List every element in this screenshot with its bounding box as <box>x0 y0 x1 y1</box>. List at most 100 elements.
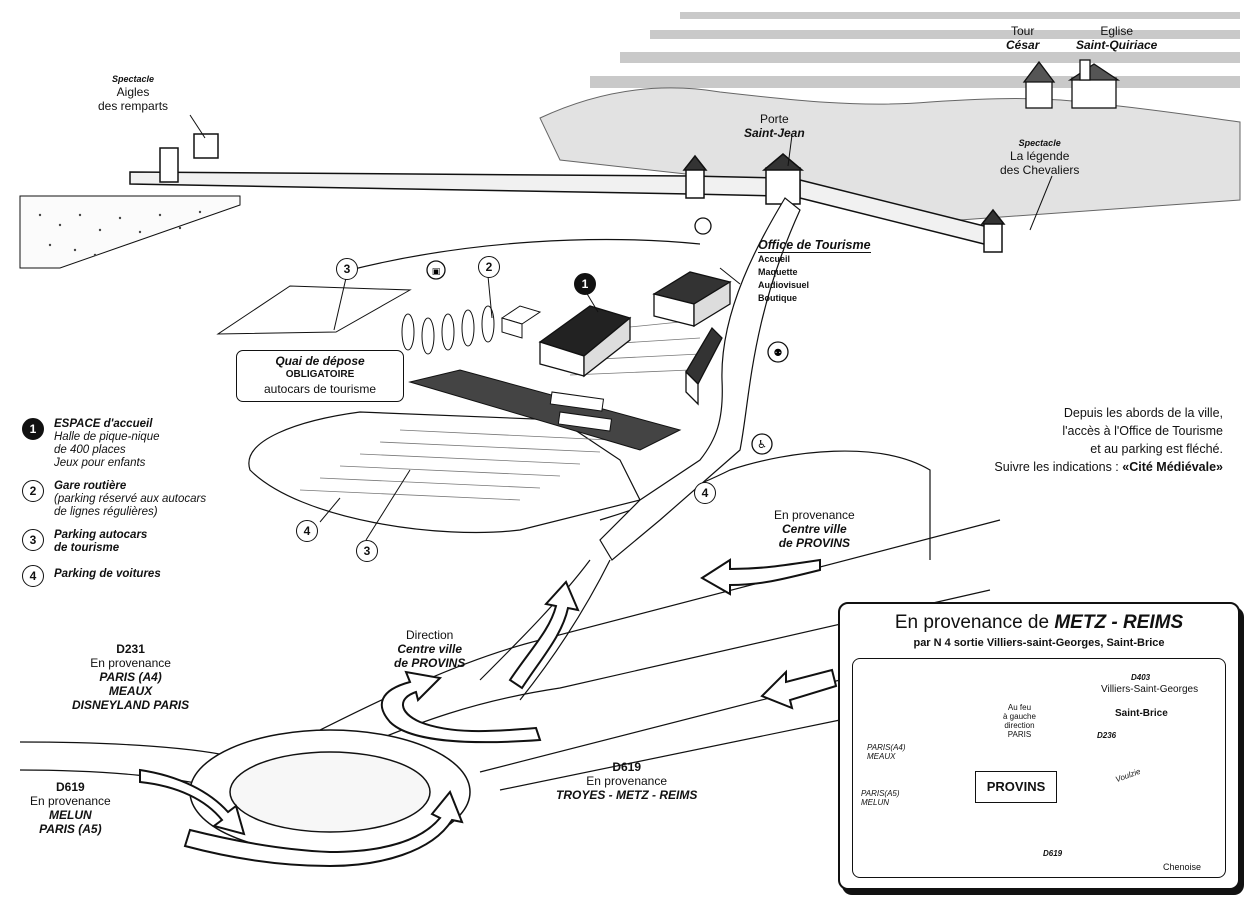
inset-d619: D619 <box>1043 849 1063 858</box>
chevaliers-line1: Spectacle <box>1018 138 1061 148</box>
inset-paris-a5-1: PARIS(A5) <box>861 789 900 798</box>
aigles-line1: Spectacle <box>112 74 155 84</box>
inset-paris-a4-1: PARIS(A4) <box>867 743 906 752</box>
inset-feu-2: à gauche <box>1003 712 1036 721</box>
inset-metz-reims: En provenance de METZ - REIMS par N 4 so… <box>838 602 1240 890</box>
halle-building <box>538 305 632 378</box>
office-item-audiovisuel: Audiovisuel <box>758 280 810 290</box>
inset-saint-brice: Saint-Brice <box>1115 708 1168 719</box>
chevaliers-line3: des Chevaliers <box>1000 163 1080 177</box>
cv-right-line2: Centre ville <box>782 522 847 536</box>
eglise-line2: Saint-Quiriace <box>1076 38 1158 52</box>
legend-title-2: Gare routière <box>54 480 127 492</box>
dir-line2: Centre ville <box>397 642 463 656</box>
d619s-line2: En provenance <box>586 774 668 788</box>
legend-3-line-1: de tourisme <box>54 542 120 554</box>
legend-item-1: 1 ESPACE d'accueil Halle de pique-nique … <box>22 418 272 470</box>
inset-chenoise: Chenoise <box>1163 862 1202 872</box>
tour-cesar-drawing <box>1022 60 1056 109</box>
area-outlines <box>248 238 931 560</box>
d231-line1: D231 <box>116 642 145 656</box>
legend-marker-1: 1 <box>22 418 44 440</box>
buses <box>549 391 613 432</box>
svg-text:▣: ▣ <box>432 267 441 277</box>
inset-provins: PROVINS <box>975 771 1057 803</box>
label-tour-cesar: Tour César <box>1006 24 1039 52</box>
inset-paris-a4: PARIS(A4) MEAUX <box>867 743 906 761</box>
d231-line3: PARIS (A4) <box>99 670 162 684</box>
chevaliers-line2: La légende <box>1009 149 1070 163</box>
quai-line1: Quai de dépose <box>275 354 365 368</box>
legend-1-line-3: Jeux pour enfants <box>54 457 146 469</box>
porte-line2: Saint-Jean <box>744 126 805 140</box>
quai-line2: OBLIGATOIRE <box>285 369 355 380</box>
legend-marker-2: 2 <box>22 480 44 502</box>
legend: 1 ESPACE d'accueil Halle de pique-nique … <box>22 418 272 591</box>
aigles-line3: des remparts <box>98 99 169 113</box>
office-item-accueil: Accueil <box>758 254 791 264</box>
d619w-line3: MELUN <box>49 808 92 822</box>
office-title: Office de Tourisme <box>758 238 871 253</box>
eglise-line1: Eglise <box>1100 24 1134 38</box>
cv-right-line3: de PROVINS <box>778 536 851 550</box>
info-line2: l'accès à l'Office de Tourisme <box>1062 424 1223 438</box>
office-building <box>652 271 732 328</box>
inset-title: En provenance de METZ - REIMS <box>840 612 1238 634</box>
label-d619-south: D619 En provenance TROYES - METZ - REIMS <box>556 760 697 802</box>
inset-feu-4: PARIS <box>1007 730 1032 739</box>
access-road <box>599 197 801 561</box>
inset-feu: Au feu à gauche direction PARIS <box>1003 703 1036 739</box>
map-marker-4-right: 4 <box>694 482 716 504</box>
inset-paris-a4-2: MEAUX <box>867 752 896 761</box>
tour-line1: Tour <box>1011 24 1035 38</box>
d231-line2: En provenance <box>90 656 171 670</box>
inset-title-prefix: En provenance de <box>894 612 1055 633</box>
quai-depose-box: Quai de dépose OBLIGATOIRE autocars de t… <box>236 350 404 402</box>
eglise-drawing <box>1067 59 1121 109</box>
field-dots <box>38 210 202 257</box>
office-item-boutique: Boutique <box>758 293 797 303</box>
bus-platform <box>408 369 682 451</box>
info-line4-bold: «Cité Médiévale» <box>1122 460 1223 474</box>
d619s-line3: TROYES - METZ - REIMS <box>556 788 698 802</box>
map-marker-1: 1 <box>574 273 596 295</box>
legend-title-4: Parking de voitures <box>54 568 161 580</box>
legend-title-1: ESPACE d'accueil <box>54 418 153 430</box>
gare-building <box>500 305 542 339</box>
direction-arrows <box>139 558 838 868</box>
inset-paris-a5-2: MELUN <box>861 798 890 807</box>
tree-row <box>401 305 495 355</box>
legend-title-3: Parking autocars <box>54 529 148 541</box>
legend-marker-4: 4 <box>22 565 44 587</box>
legend-item-4: 4 Parking de voitures <box>22 565 272 587</box>
inset-feu-3: direction <box>1004 721 1035 730</box>
label-eglise: Eglise Saint-Quiriace <box>1076 24 1157 52</box>
upper-town-hill <box>539 87 1241 221</box>
d231-line5: DISNEYLAND PARIS <box>72 698 190 712</box>
inset-d403: D403 <box>1131 673 1151 682</box>
info-line4: Suivre les indications : «Cité Médiévale… <box>994 458 1223 476</box>
office-de-tourisme-label: Office de Tourisme Accueil Maquette Audi… <box>758 238 871 305</box>
roundabout <box>189 729 471 855</box>
porte-line1: Porte <box>760 112 789 126</box>
aigles-line2: Aigles <box>116 85 150 99</box>
long-building <box>685 326 723 406</box>
legend-item-3: 3 Parking autocars de tourisme <box>22 529 272 555</box>
cv-right-line1: En provenance <box>774 508 855 522</box>
legend-1-line-2: de 400 places <box>54 444 126 456</box>
d231-line4: MEAUX <box>108 684 153 698</box>
inset-paris-a5: PARIS(A5) MELUN <box>861 789 900 807</box>
map-marker-4-left: 4 <box>296 520 318 542</box>
label-from-centre-ville: En provenance Centre ville de PROVINS <box>774 508 855 550</box>
office-item-maquette: Maquette <box>758 267 798 277</box>
map-icons <box>426 217 789 455</box>
legend-item-2: 2 Gare routière (parking réservé aux aut… <box>22 480 272 519</box>
inset-title-bold: METZ - REIMS <box>1054 612 1184 633</box>
label-chevaliers: Spectacle La légende des Chevaliers <box>1000 138 1079 177</box>
dir-line1: Direction <box>406 628 454 642</box>
info-line1: Depuis les abords de la ville, <box>1063 406 1223 420</box>
tour-line2: César <box>1006 38 1040 52</box>
svg-text:⚉: ⚉ <box>774 348 783 359</box>
label-porte: Porte Saint-Jean <box>744 112 805 140</box>
